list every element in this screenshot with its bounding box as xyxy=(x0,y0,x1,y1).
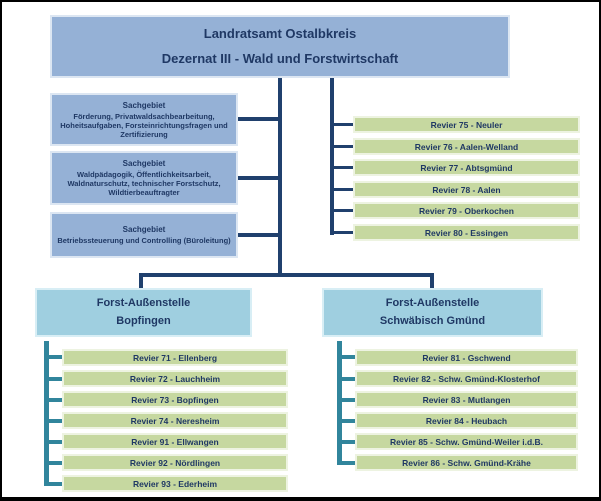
connector-drop-gmuend xyxy=(430,273,434,288)
aussenstelle-title-line2: Bopfingen xyxy=(116,314,171,327)
connector-stub-revier-82 xyxy=(337,377,355,381)
connector-stub-revier-93 xyxy=(44,482,62,486)
connector-stub-revier-81 xyxy=(337,355,355,359)
revier-box: Revier 82 - Schw. Gmünd-Klosterhof xyxy=(355,370,578,387)
aussenstelle-bopfingen-box: Forst-Außenstelle Bopfingen xyxy=(35,288,252,337)
connector-bopfingen-vline xyxy=(44,341,49,486)
root-title-line2: Dezernat III - Wald und Forstwirtschaft xyxy=(161,50,399,66)
connector-stub-sachgebiet-2 xyxy=(238,176,282,180)
sachgebiet-body: Waldpädagogik, Öffentlichkeitsarbeit, Wa… xyxy=(67,170,221,197)
revier-box: Revier 76 - Aalen-Welland xyxy=(353,138,580,155)
revier-box: Revier 81 - Gschwend xyxy=(355,349,578,366)
revier-box: Revier 91 - Ellwangen xyxy=(62,433,288,450)
connector-stub-revier-78 xyxy=(332,188,353,191)
revier-box: Revier 92 - Nördlingen xyxy=(62,454,288,471)
connector-stub-revier-85 xyxy=(337,440,355,444)
connector-drop-bopfingen xyxy=(139,273,143,288)
connector-aussenstellen-hline xyxy=(139,273,434,277)
connector-stub-revier-71 xyxy=(44,355,62,359)
connector-stub-revier-86 xyxy=(337,461,355,465)
connector-stub-revier-73 xyxy=(44,398,62,402)
revier-box: Revier 84 - Heubach xyxy=(355,412,578,429)
connector-stub-revier-76 xyxy=(332,145,353,148)
connector-stub-revier-75 xyxy=(332,123,353,126)
revier-box: Revier 78 - Aalen xyxy=(353,181,580,198)
revier-box: Revier 86 - Schw. Gmünd-Krähe xyxy=(355,454,578,471)
revier-box: Revier 83 - Mutlangen xyxy=(355,391,578,408)
connector-stub-revier-72 xyxy=(44,377,62,381)
connector-root-revier-vline xyxy=(330,78,334,235)
connector-stub-sachgebiet-3 xyxy=(238,233,282,237)
sachgebiet-heading: Sachgebiet xyxy=(122,159,166,168)
connector-stub-revier-77 xyxy=(332,166,353,169)
sachgebiet-box-3: Sachgebiet Betriebssteuerung und Control… xyxy=(50,212,238,258)
root-title-line1: Landratsamt Ostalbkreis xyxy=(203,25,357,41)
connector-stub-revier-92 xyxy=(44,461,62,465)
sachgebiet-heading: Sachgebiet xyxy=(122,100,166,110)
connector-stub-revier-80 xyxy=(332,231,353,234)
revier-box: Revier 80 - Essingen xyxy=(353,224,580,241)
revier-box: Revier 72 - Lauchheim xyxy=(62,370,288,387)
connector-stub-revier-84 xyxy=(337,419,355,423)
frame-border-bottom xyxy=(0,497,601,501)
aussenstelle-title-line1: Forst-Außenstelle xyxy=(385,296,480,309)
sachgebiet-heading: Sachgebiet xyxy=(122,225,166,234)
revier-box: Revier 85 - Schw. Gmünd-Weiler i.d.B. xyxy=(355,433,578,450)
aussenstelle-gmuend-box: Forst-Außenstelle Schwäbisch Gmünd xyxy=(322,288,543,337)
frame-border-top xyxy=(0,0,601,2)
sachgebiet-box-2: Sachgebiet Waldpädagogik, Öffentlichkeit… xyxy=(50,151,238,205)
sachgebiet-box-1: Sachgebiet Förderung, Privatwaldsachbear… xyxy=(50,93,238,146)
revier-box: Revier 79 - Oberkochen xyxy=(353,202,580,219)
revier-box: Revier 75 - Neuler xyxy=(353,116,580,133)
sachgebiet-body: Förderung, Privatwaldsachbearbeitung, Ho… xyxy=(60,111,228,139)
connector-stub-revier-79 xyxy=(332,209,353,212)
frame-border-left xyxy=(0,0,2,501)
aussenstelle-title-line2: Schwäbisch Gmünd xyxy=(379,314,486,327)
connector-stub-revier-91 xyxy=(44,440,62,444)
frame-border-right xyxy=(599,0,601,501)
root-box: Landratsamt Ostalbkreis Dezernat III - W… xyxy=(50,15,510,78)
connector-gmuend-vline xyxy=(337,341,342,465)
connector-stub-sachgebiet-1 xyxy=(238,117,282,121)
revier-box: Revier 71 - Ellenberg xyxy=(62,349,288,366)
sachgebiet-body: Betriebssteuerung und Controlling (Bürol… xyxy=(57,236,231,245)
revier-box: Revier 74 - Neresheim xyxy=(62,412,288,429)
revier-box: Revier 73 - Bopfingen xyxy=(62,391,288,408)
connector-stub-revier-74 xyxy=(44,419,62,423)
revier-box: Revier 77 - Abtsgmünd xyxy=(353,159,580,176)
connector-stub-revier-83 xyxy=(337,398,355,402)
aussenstelle-title-line1: Forst-Außenstelle xyxy=(96,296,191,309)
revier-box: Revier 93 - Ederheim xyxy=(62,475,288,492)
